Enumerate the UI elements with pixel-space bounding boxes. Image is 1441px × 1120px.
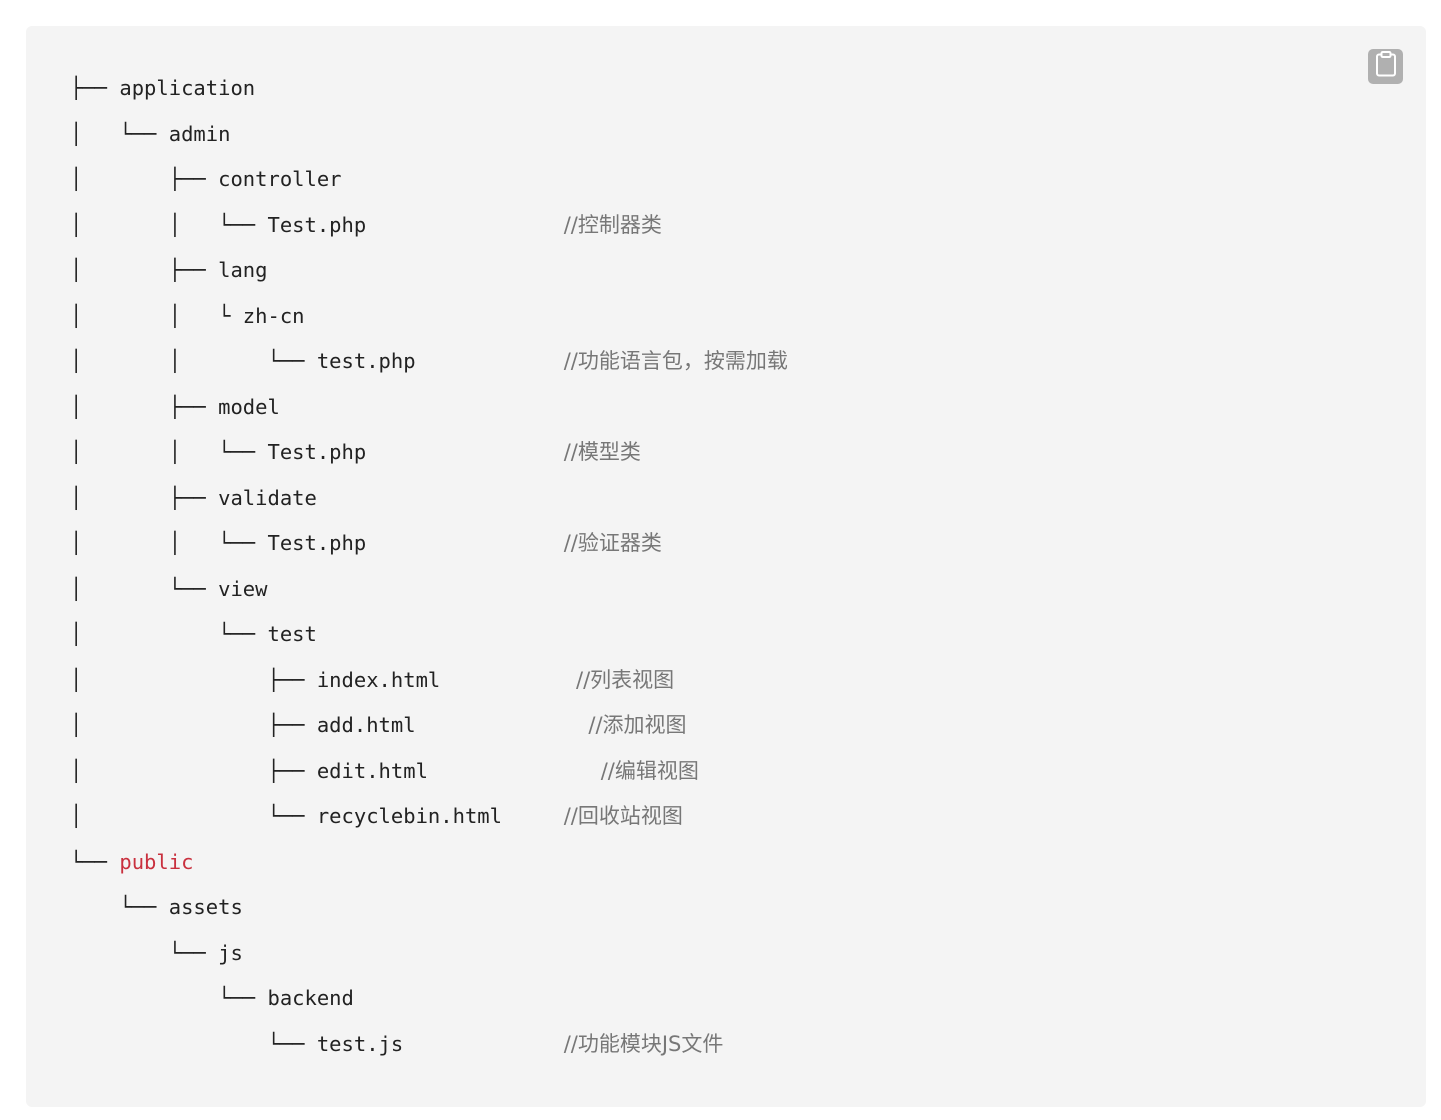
tree-line: │ ├── add.html //添加视图 <box>70 713 687 737</box>
tree-line: └── backend <box>70 986 354 1010</box>
tree-line: │ └── recyclebin.html //回收站视图 <box>70 804 683 828</box>
tree-line: │ │ └── Test.php //模型类 <box>70 440 641 464</box>
public-keyword: public <box>119 849 194 874</box>
tree-line: │ ├── lang <box>70 258 268 282</box>
tree-line: └── assets <box>70 895 243 919</box>
tree-line: └── public <box>70 849 194 874</box>
tree-line: ├── application <box>70 76 256 100</box>
directory-tree: ├── application │ └── admin │ ├── contro… <box>70 70 788 1071</box>
clipboard-icon <box>1375 51 1397 82</box>
tree-line: │ └── test <box>70 622 317 646</box>
tree-line: │ │ └ zh-cn <box>70 303 305 328</box>
code-block: ├── application │ └── admin │ ├── contro… <box>26 26 1426 1107</box>
tree-line: │ └── admin <box>70 121 231 146</box>
tree-line: │ ├── edit.html //编辑视图 <box>70 758 699 783</box>
tree-line: │ │ └── test.php //功能语言包，按需加载 <box>70 349 788 373</box>
tree-line: └── js <box>70 940 243 965</box>
tree-line: │ └── view <box>70 576 268 601</box>
tree-line: │ │ └── Test.php //控制器类 <box>70 212 662 237</box>
tree-line: └── test.js //功能模块JS文件 <box>70 1031 724 1056</box>
copy-button[interactable] <box>1368 49 1403 84</box>
tree-line: │ ├── validate <box>70 485 317 510</box>
tree-line: │ ├── index.html //列表视图 <box>70 667 675 692</box>
tree-line: │ │ └── Test.php //验证器类 <box>70 531 662 555</box>
tree-line: │ ├── model <box>70 394 280 419</box>
tree-line: │ ├── controller <box>70 167 342 191</box>
